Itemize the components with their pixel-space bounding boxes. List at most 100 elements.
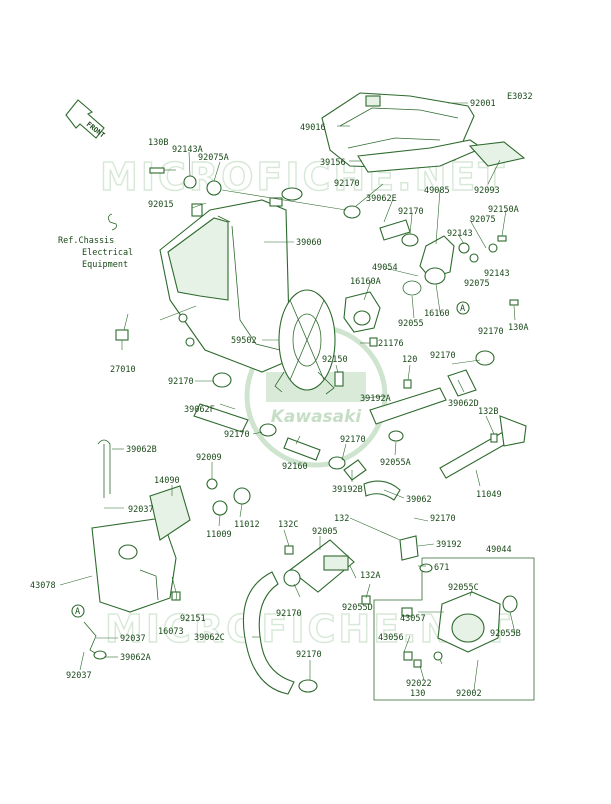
label-39062c: 39062C bbox=[194, 633, 225, 643]
label-92075a: 92075A bbox=[198, 153, 229, 163]
callout-a-bottom: A bbox=[75, 607, 80, 617]
label-92055d: 92055D bbox=[342, 603, 373, 613]
label-49016: 49016 bbox=[300, 123, 326, 133]
diagram-code: E3032 bbox=[507, 92, 533, 102]
label-43078: 43078 bbox=[30, 581, 56, 591]
label-27010: 27010 bbox=[110, 365, 136, 375]
label-132c: 132C bbox=[278, 520, 298, 530]
label-43057: 43057 bbox=[400, 614, 426, 624]
label-92055c: 92055C bbox=[448, 583, 479, 593]
label-92170-b: 92170 bbox=[398, 207, 424, 217]
label-39060: 39060 bbox=[296, 238, 322, 248]
label-92170-i: 92170 bbox=[276, 609, 302, 619]
label-92170-f: 92170 bbox=[224, 430, 250, 440]
callout-a-top: A bbox=[460, 304, 465, 314]
label-92005: 92005 bbox=[312, 527, 338, 537]
label-671: 671 bbox=[434, 563, 449, 573]
label-16160: 16160 bbox=[424, 309, 450, 319]
label-92037-b: 92037 bbox=[120, 634, 146, 644]
label-39062b: 39062B bbox=[126, 445, 157, 455]
label-130: 130 bbox=[410, 689, 425, 699]
label-92170-g: 92170 bbox=[340, 435, 366, 445]
label-92009: 92009 bbox=[196, 453, 222, 463]
reservoir-tank bbox=[91, 478, 251, 613]
temperature-sensor bbox=[115, 329, 129, 350]
label-130a: 130A bbox=[508, 323, 528, 333]
label-43056: 43056 bbox=[378, 633, 404, 643]
label-16073: 16073 bbox=[158, 627, 184, 637]
water-pump-fitting bbox=[283, 539, 355, 593]
middle-hoses bbox=[193, 337, 495, 481]
label-132: 132 bbox=[334, 514, 349, 524]
label-92093: 92093 bbox=[474, 186, 500, 196]
label-132a: 132A bbox=[360, 571, 380, 581]
thermostat-housing bbox=[343, 235, 519, 333]
leader-lines bbox=[59, 102, 516, 691]
front-arrow-icon: FRONT bbox=[65, 99, 106, 140]
label-16160a: 16160A bbox=[350, 277, 381, 287]
coolant-pipes bbox=[363, 387, 527, 501]
label-92170-h: 92170 bbox=[430, 514, 456, 524]
lower-hose bbox=[242, 571, 318, 695]
label-92037-a: 92037 bbox=[128, 505, 154, 515]
reference-note-line2: Electrical bbox=[82, 248, 133, 258]
label-11009: 11009 bbox=[206, 530, 232, 540]
logo-text: Kawasaki bbox=[271, 407, 363, 427]
label-92143-b: 92143 bbox=[484, 269, 510, 279]
label-92022: 92022 bbox=[406, 679, 432, 689]
label-59502: 59502 bbox=[231, 336, 257, 346]
label-39062d: 39062D bbox=[448, 399, 479, 409]
label-92143a: 92143A bbox=[172, 145, 203, 155]
label-92170-d: 92170 bbox=[478, 327, 504, 337]
label-92055b: 92055B bbox=[490, 629, 521, 639]
mounting-hardware-top bbox=[149, 167, 222, 217]
label-11049: 11049 bbox=[476, 490, 502, 500]
foam-strip bbox=[468, 141, 526, 167]
label-39062f: 39062F bbox=[184, 405, 215, 415]
reference-note: Ref.Chassis Electrical Equipment bbox=[58, 213, 133, 270]
label-39062a: 39062A bbox=[120, 653, 151, 663]
label-92075-b: 92075 bbox=[464, 279, 490, 289]
label-92150a: 92150A bbox=[488, 205, 519, 215]
label-92151: 92151 bbox=[180, 614, 206, 624]
label-92170-e: 92170 bbox=[168, 377, 194, 387]
label-92160: 92160 bbox=[282, 462, 308, 472]
label-92143-a: 92143 bbox=[447, 229, 473, 239]
label-49054: 49054 bbox=[372, 263, 398, 273]
water-pump-assembly bbox=[361, 535, 535, 701]
label-39192: 39192 bbox=[436, 540, 462, 550]
label-130b: 130B bbox=[148, 138, 168, 148]
label-92055a: 92055A bbox=[380, 458, 411, 468]
label-92015: 92015 bbox=[148, 200, 174, 210]
label-92170-a: 92170 bbox=[334, 179, 360, 189]
label-92170-j: 92170 bbox=[296, 650, 322, 660]
label-92037-c: 92037 bbox=[66, 671, 92, 681]
overflow-hose bbox=[97, 439, 111, 498]
label-21176: 21176 bbox=[378, 339, 404, 349]
label-11012: 11012 bbox=[234, 520, 260, 530]
part-labels: 92001 49016 39156 92093 130B 92143A 9207… bbox=[30, 99, 528, 699]
label-39156: 39156 bbox=[320, 158, 346, 168]
label-92055: 92055 bbox=[398, 319, 424, 329]
label-39192a: 39192A bbox=[360, 394, 391, 404]
label-132b: 132B bbox=[478, 407, 498, 417]
reference-note-line3: Equipment bbox=[82, 260, 128, 270]
label-92002: 92002 bbox=[456, 689, 482, 699]
label-49044: 49044 bbox=[486, 545, 512, 555]
label-39192b: 39192B bbox=[332, 485, 363, 495]
label-92170-c: 92170 bbox=[430, 351, 456, 361]
label-92075-a: 92075 bbox=[470, 215, 496, 225]
label-39062e: 39062E bbox=[366, 194, 397, 204]
label-14090: 14090 bbox=[154, 476, 180, 486]
breather-hose: A bbox=[71, 604, 107, 660]
label-92150: 92150 bbox=[322, 355, 348, 365]
reference-note-line1: Ref.Chassis bbox=[58, 236, 114, 246]
label-92001: 92001 bbox=[470, 99, 496, 109]
label-120: 120 bbox=[402, 355, 417, 365]
cooling-fan bbox=[274, 289, 336, 395]
label-39062: 39062 bbox=[406, 495, 432, 505]
callout-a-top-circle bbox=[456, 301, 470, 315]
label-49085: 49085 bbox=[424, 186, 450, 196]
